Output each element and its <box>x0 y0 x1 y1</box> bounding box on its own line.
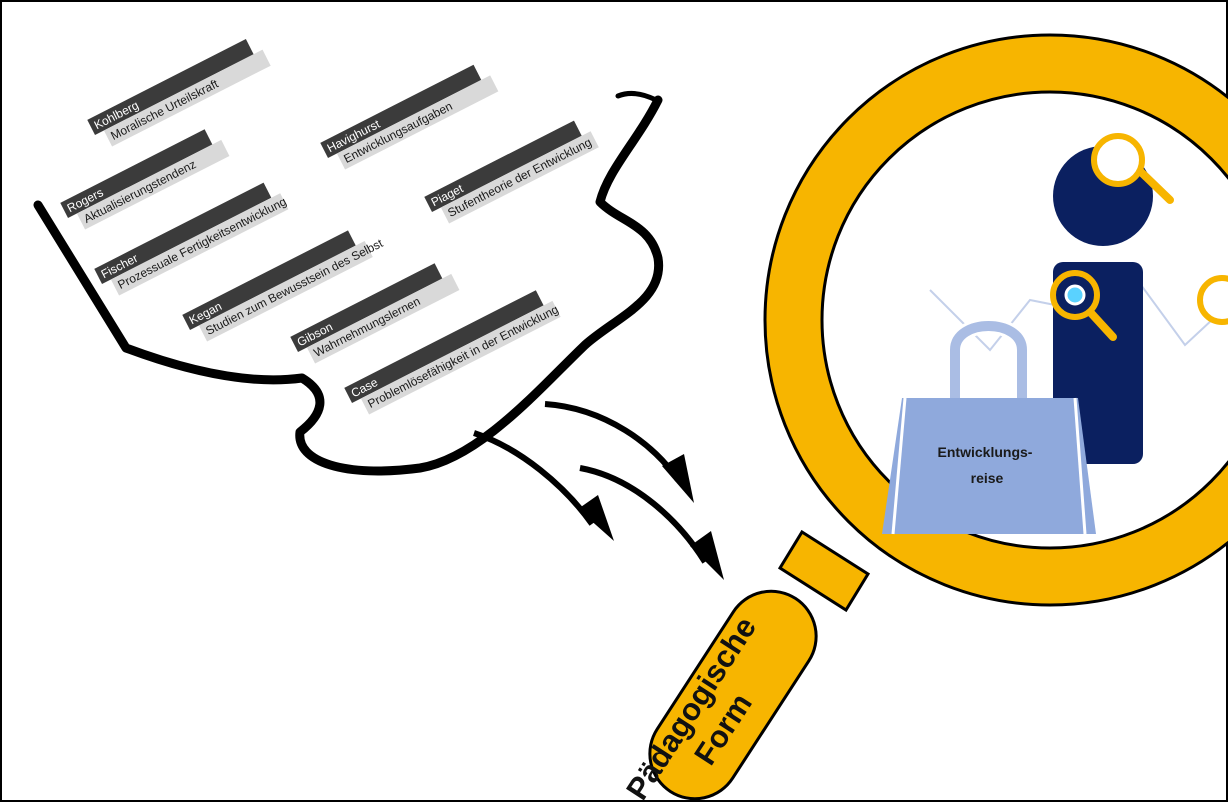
magnifier-handle: Pädagogische Form <box>619 529 871 802</box>
theory-name-bar <box>320 64 482 158</box>
theory-name-bar <box>94 182 272 284</box>
theory-concept-bar <box>103 49 271 147</box>
theory-name-bar <box>290 263 443 352</box>
arrow-1 <box>473 430 595 526</box>
theory-name-bar <box>424 120 582 212</box>
theory-concept-bar <box>198 241 373 342</box>
arrow-3-head <box>662 454 694 503</box>
theory-concept-bar <box>360 300 561 415</box>
small-magnifier-icon <box>1050 270 1117 341</box>
theory-concept-bar <box>306 273 460 364</box>
theory-name-bar <box>182 230 356 330</box>
theory-name-bar <box>60 129 213 218</box>
small-magnifier-icon <box>1091 133 1174 204</box>
theory-name-bar <box>344 290 544 403</box>
small-magnifier-icon <box>1197 275 1228 325</box>
arrows <box>473 401 724 580</box>
bag-label-line1: Entwicklungs- <box>938 444 1033 460</box>
arrow-3 <box>544 401 681 482</box>
lens-content: Entwicklungs- reise <box>882 133 1228 535</box>
theory-concept-bar <box>110 193 289 296</box>
theory-concept-bar <box>336 75 499 170</box>
arrow-2-head <box>690 531 724 580</box>
theory-name-bar <box>87 39 254 135</box>
theory-concept-bar <box>440 131 599 224</box>
theory-concept-bar <box>76 139 230 230</box>
arrow-1-head <box>578 495 614 541</box>
bag-label-line2: reise <box>971 470 1004 486</box>
travel-bag-icon: Entwicklungs- reise <box>882 318 1096 535</box>
